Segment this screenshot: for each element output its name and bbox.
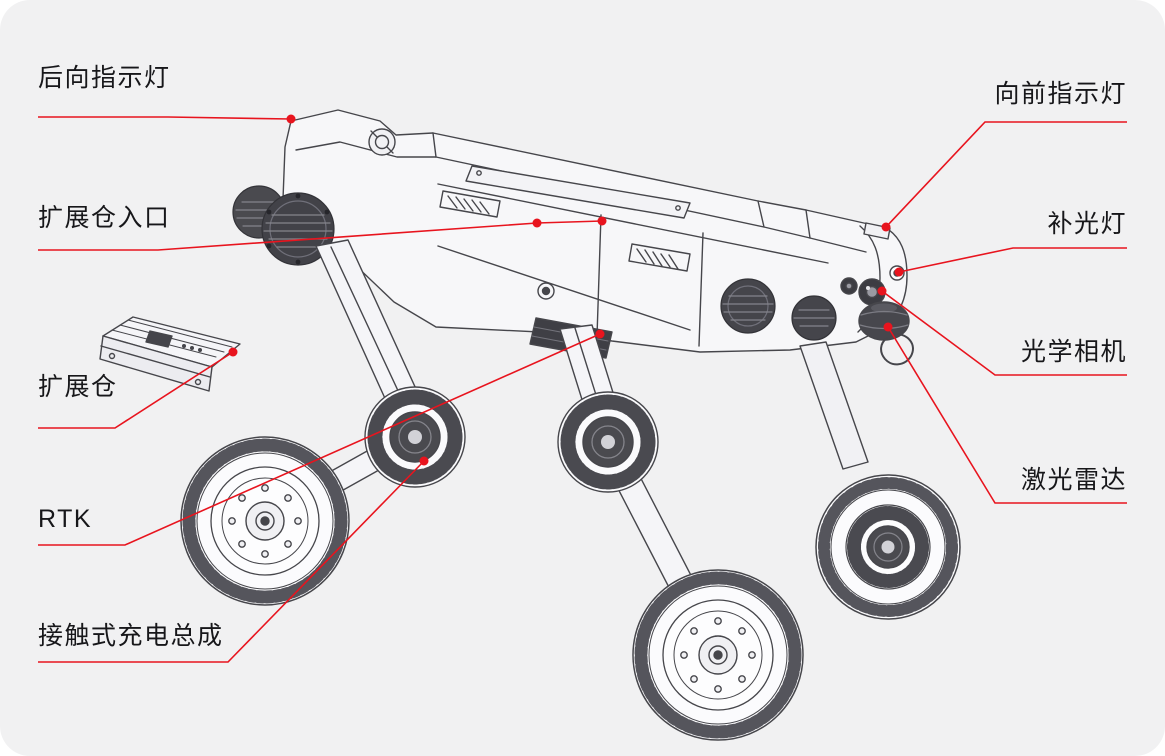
front-hook — [880, 332, 914, 366]
label-fill-light: 补光灯 — [1047, 210, 1127, 238]
label-front-indicator-light: 向前指示灯 — [994, 80, 1127, 108]
label-rear-indicator-light: 后向指示灯 — [38, 64, 171, 92]
callout-dot-front-indicator — [881, 222, 891, 232]
wheel-rear-left — [180, 436, 350, 606]
wheel-front-right — [815, 474, 961, 620]
side-vent-front — [628, 243, 691, 272]
knee-motor-front — [557, 391, 659, 493]
label-expansion-bay-port: 扩展仓入口 — [38, 204, 171, 232]
callout-dot-expansion-bay — [228, 347, 238, 357]
leader-lines — [38, 116, 1127, 663]
leader-contact-charging — [38, 460, 425, 663]
leader-rtk — [38, 333, 601, 546]
label-expansion-bay: 扩展仓 — [38, 373, 118, 401]
knee-motor-rear — [364, 386, 466, 488]
leader-expansion-bay — [38, 351, 234, 429]
callout-dot-expansion-port-1 — [532, 218, 542, 228]
label-optical-camera: 光学相机 — [1020, 338, 1127, 366]
leader-rear-indicator — [38, 116, 292, 120]
callout-dot-fill-light — [894, 267, 904, 277]
expansion-module — [99, 316, 241, 392]
wheel-front-left — [632, 569, 804, 741]
leader-lidar — [887, 326, 1127, 504]
leg-front-right — [799, 341, 869, 470]
callout-dot-rtk — [595, 329, 605, 339]
label-contact-charging-assembly: 接触式充电总成 — [38, 622, 224, 650]
side-vent-rear — [439, 190, 501, 218]
callout-dot-expansion-port-2 — [597, 216, 607, 226]
expansion-bay-hatch — [465, 165, 691, 219]
label-rtk: RTK — [38, 505, 93, 533]
callout-dot-contact-charging — [419, 456, 429, 466]
leader-optical-camera — [881, 290, 1127, 376]
leader-front-indicator — [885, 121, 1127, 228]
callout-dots — [228, 114, 904, 466]
callout-dot-lidar — [883, 322, 893, 332]
side-port — [537, 282, 555, 300]
leader-fill-light — [898, 247, 1127, 273]
leader-expansion-bay-port — [38, 220, 603, 251]
front-hip-motors — [720, 278, 837, 341]
callout-dot-optical-camera — [877, 286, 887, 296]
robot-illustration — [99, 109, 961, 741]
callout-dot-rear-indicator — [286, 114, 296, 124]
label-lidar: 激光雷达 — [1020, 466, 1127, 494]
